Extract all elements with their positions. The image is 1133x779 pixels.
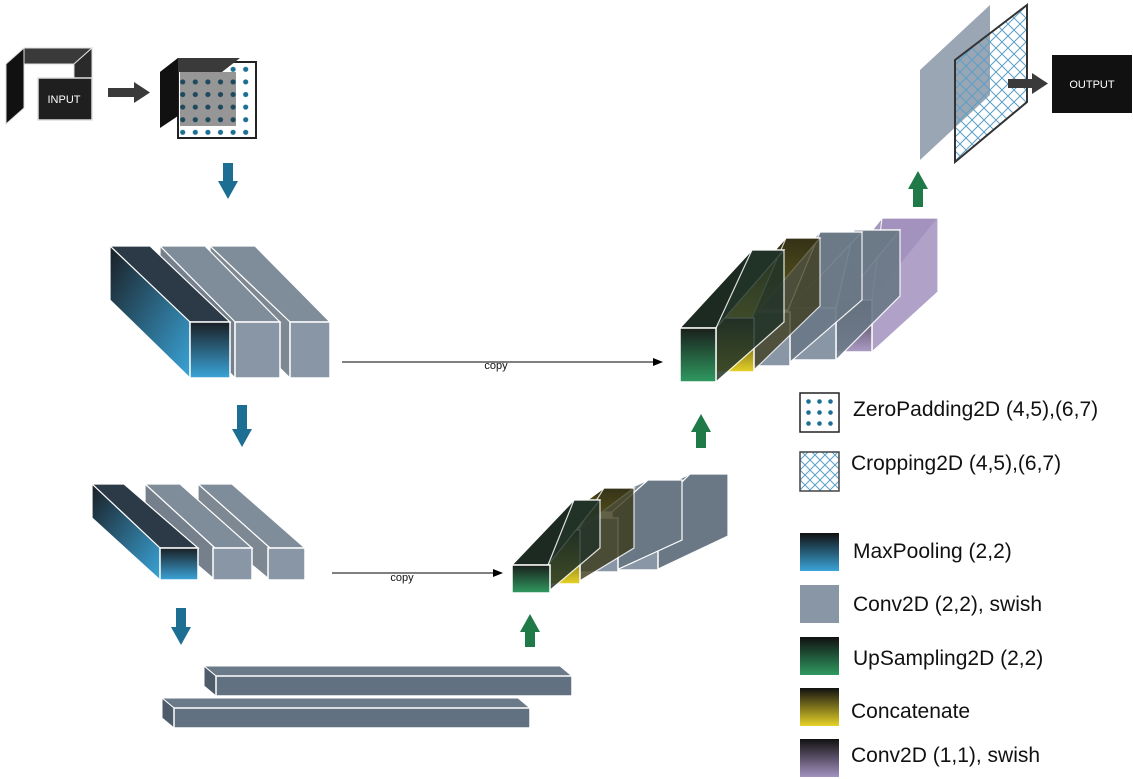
legend-swatch-conv bbox=[800, 585, 839, 623]
output-block: OUTPUT bbox=[1052, 55, 1132, 113]
decoder-block-2 bbox=[510, 473, 729, 594]
legend-label-conv: Conv2D (2,2), swish bbox=[853, 593, 1043, 616]
legend-label-zeropadding: ZeroPadding2D (4,5),(6,7) bbox=[853, 398, 1099, 421]
arrow-down-icon bbox=[232, 405, 252, 447]
arrow-up-icon bbox=[520, 614, 540, 647]
arrow-up-icon bbox=[908, 171, 928, 207]
cropping-plane bbox=[954, 2, 1028, 165]
legend-label-maxpool: MaxPooling (2,2) bbox=[853, 540, 1012, 563]
legend-label-upsample: UpSampling2D (2,2) bbox=[853, 647, 1044, 670]
copy-connection-bottom: copy bbox=[332, 569, 503, 584]
input-block: INPUT bbox=[4, 46, 94, 126]
legend-label-concat: Concatenate bbox=[851, 700, 971, 723]
legend-label-conv11: Conv2D (1,1), swish bbox=[851, 744, 1041, 767]
input-label: INPUT bbox=[48, 94, 81, 106]
arrow-up-icon bbox=[691, 414, 711, 448]
legend-swatch-concat bbox=[800, 688, 839, 726]
arrow-right-icon bbox=[108, 82, 150, 103]
legend-swatch-upsample bbox=[800, 637, 839, 675]
legend-swatch-cropping bbox=[799, 451, 840, 492]
legend-swatch-zeropadding bbox=[799, 392, 840, 433]
arrow-down-icon bbox=[218, 163, 238, 199]
arrow-down-icon bbox=[171, 608, 191, 645]
encoder-block-2 bbox=[90, 482, 307, 582]
legend-swatch-maxpool bbox=[800, 533, 839, 571]
bottleneck-block bbox=[160, 664, 574, 730]
output-label: OUTPUT bbox=[1069, 79, 1115, 91]
copy-connection-top: copy bbox=[342, 358, 663, 372]
copy-label-top: copy bbox=[484, 360, 508, 372]
encoder-block-1 bbox=[108, 244, 332, 380]
zeropadding-block bbox=[160, 58, 257, 139]
decoder-block-1 bbox=[678, 217, 940, 384]
legend bbox=[799, 392, 840, 777]
arrow-right-icon bbox=[1008, 73, 1048, 94]
legend-label-cropping: Cropping2D (4,5),(6,7) bbox=[851, 452, 1062, 475]
copy-label-bottom: copy bbox=[390, 572, 414, 584]
legend-swatch-conv11 bbox=[800, 739, 839, 777]
